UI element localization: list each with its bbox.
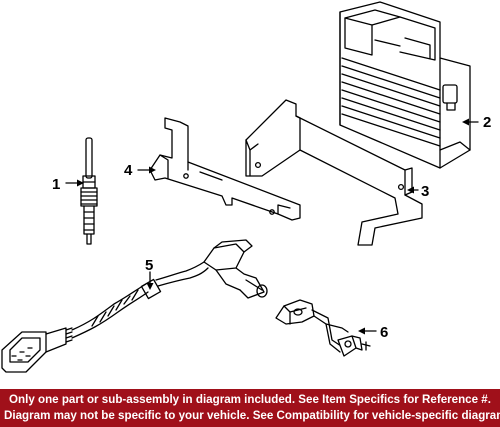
sensor-6 — [275, 299, 371, 357]
callout-3: 3 — [421, 183, 429, 200]
bracket-large — [245, 99, 423, 246]
parts-diagram: 1 2 3 4 5 6 — [1, 1, 491, 373]
disclaimer-line-2: Diagram may not be specific to your vehi… — [4, 409, 500, 422]
ecu-module — [339, 1, 471, 169]
callout-6: 6 — [380, 324, 388, 341]
callout-5: 5 — [145, 257, 153, 274]
callout-2: 2 — [483, 114, 491, 131]
callout-1: 1 — [52, 176, 60, 193]
disclaimer-line-1: Only one part or sub-assembly in diagram… — [9, 393, 491, 406]
harness-connector-sensor — [1, 239, 268, 373]
disclaimer-banner: Only one part or sub-assembly in diagram… — [0, 389, 500, 427]
callout-4: 4 — [124, 162, 133, 179]
glow-plug — [80, 137, 98, 245]
bracket-small — [149, 117, 301, 221]
